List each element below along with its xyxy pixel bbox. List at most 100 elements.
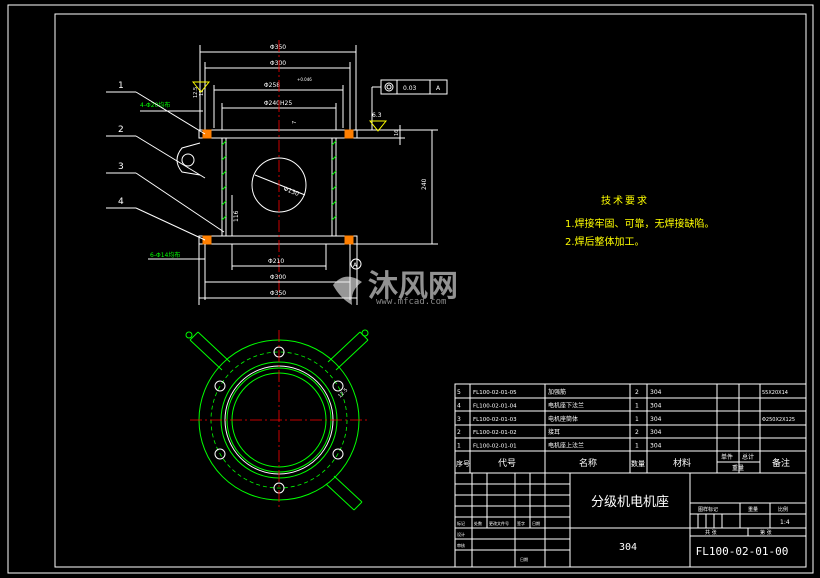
bom-cell-no: 3 [457, 416, 461, 423]
tolerance-value: 0.03 [403, 85, 417, 92]
dim-phi130: Φ130 [282, 185, 300, 198]
dim-240: 240 [421, 178, 428, 190]
front-section-view: Φ350 Φ300 Φ258 +0.046 Φ240H25 Φ130 [106, 40, 448, 305]
datum-a-label: A [353, 262, 358, 269]
bom-cell-mat: 304 [650, 443, 662, 450]
bom-cell-no: 5 [457, 389, 461, 396]
bom-header-weight: 重量 [732, 464, 744, 472]
bom-header-name: 名称 [579, 457, 597, 469]
rev-label-mark: 标记 [457, 520, 465, 526]
dim-7: 7 [292, 121, 298, 124]
stage-label: 图样标记 [698, 506, 718, 513]
dim-phi258: Φ258 [264, 82, 280, 89]
bolt-hole [214, 448, 226, 460]
drawing-material: 304 [619, 542, 637, 553]
roughness-12-5: 12.5 [193, 87, 199, 98]
leader-label-1: 1 [118, 81, 124, 91]
watermark-url: www.mfcad.com [376, 297, 446, 307]
bom-cell-note: 55X20X14 [762, 390, 788, 396]
dim-phi258-tol: +0.046 [297, 77, 312, 82]
bom-cell-qty: 2 [635, 389, 639, 396]
watermark-logo-icon [333, 276, 362, 305]
bom-cell-qty: 1 [635, 416, 639, 423]
tech-requirements-title: 技术要求 [601, 194, 649, 207]
rev-label-doc: 更改文件号 [489, 520, 509, 526]
top-view: 12.5 [185, 329, 370, 511]
scale-label: 比例 [778, 506, 788, 513]
watermark-name: 沐风网 [368, 269, 458, 304]
bom-cell-code: FL100-02-01-05 [473, 390, 517, 396]
lug-bottom-right [325, 475, 363, 511]
bom-cell-code: FL100-02-01-01 [473, 444, 517, 450]
date-label: 日期 [520, 556, 528, 562]
bom-cell-no: 1 [457, 443, 461, 450]
bom-cell-note: Φ250X2X125 [762, 417, 795, 423]
holes-bottom-callout: 6-Φ14均布 [150, 251, 180, 259]
roughness-6-3: 6.3 [372, 112, 382, 119]
drawing-name: 分级机电机座 [591, 495, 669, 510]
bolt-hole [332, 380, 344, 392]
sheet-total: 共 张 [705, 529, 717, 536]
dim-phi210: Φ210 [268, 258, 284, 265]
leader-label-4: 4 [118, 197, 124, 207]
dim-116: 116 [233, 210, 240, 222]
bom-cell-mat: 304 [650, 389, 662, 396]
roughness-symbol-right [368, 120, 388, 132]
outer-frame [7, 4, 814, 574]
dim-phi350-bottom: Φ350 [270, 290, 286, 297]
bom-cell-mat: 304 [650, 416, 662, 423]
leader-label-2: 2 [118, 125, 124, 135]
dim-phi350-top: Φ350 [270, 44, 286, 51]
bom-header-code: 代号 [498, 458, 516, 469]
bom-cell-name: 电机座筒体 [548, 415, 578, 423]
inner-border [54, 13, 807, 568]
bom-cell-mat: 304 [650, 429, 662, 436]
bom-cell-no: 2 [457, 429, 461, 436]
bom-cell-name: 电机座下法兰 [548, 401, 584, 409]
design-label: 设计 [457, 531, 465, 537]
bom-cell-name: 电机座上法兰 [548, 442, 584, 450]
bom-cell-code: FL100-02-01-03 [473, 417, 517, 423]
roughness-symbol-left [191, 81, 211, 93]
bom-cell-code: FL100-02-01-04 [473, 403, 517, 409]
rev-label-sign: 签字 [517, 520, 525, 526]
lug-top-right [327, 331, 369, 371]
dim-16: 16 [394, 130, 400, 136]
bom-table [454, 383, 807, 474]
tech-requirement-item-2: 2.焊后整体加工。 [565, 235, 645, 248]
dim-phi300-top: Φ300 [270, 60, 286, 67]
sheet-no: 第 张 [760, 529, 772, 536]
bom-cell-mat: 304 [650, 402, 662, 409]
dim-12: 12 [199, 90, 205, 96]
bolt-hole [214, 380, 226, 392]
bom-header-total: 总计 [742, 453, 754, 461]
tech-requirement-item-1: 1.焊接牢固、可靠，无焊接缺陷。 [565, 217, 715, 230]
leader-label-3: 3 [118, 162, 124, 172]
weight-label: 重量 [748, 506, 758, 513]
drawing-number: FL100-02-01-00 [696, 545, 789, 558]
rev-label-count: 处数 [474, 520, 482, 526]
datum-a-symbol [350, 258, 362, 270]
bom-header-qty: 数量 [631, 459, 645, 468]
lug-top-left [189, 331, 231, 371]
rev-label-date: 日期 [532, 520, 540, 526]
bom-cell-qty: 2 [635, 429, 639, 436]
bom-cell-name: 接耳 [548, 428, 560, 436]
title-block [454, 472, 807, 568]
tolerance-datum: A [436, 85, 441, 92]
holes-top-callout: 4-Φ20均布 [140, 101, 170, 109]
dim-phi240: Φ240H25 [264, 100, 293, 107]
check-label: 审核 [457, 542, 465, 548]
top-view-dim: 12.5 [337, 387, 349, 399]
bom-header-no: 序号 [456, 459, 470, 468]
bom-header-unit: 单件 [721, 453, 733, 461]
bom-header-note: 备注 [772, 457, 790, 469]
bom-header-mat: 材料 [673, 457, 691, 469]
bom-cell-name: 加强筋 [548, 388, 566, 396]
lug-outline [176, 142, 201, 176]
bom-cell-no: 4 [457, 402, 461, 409]
bom-cell-code: FL100-02-01-02 [473, 430, 517, 436]
watermark: 沐风网 www.mfcad.com [333, 269, 458, 307]
